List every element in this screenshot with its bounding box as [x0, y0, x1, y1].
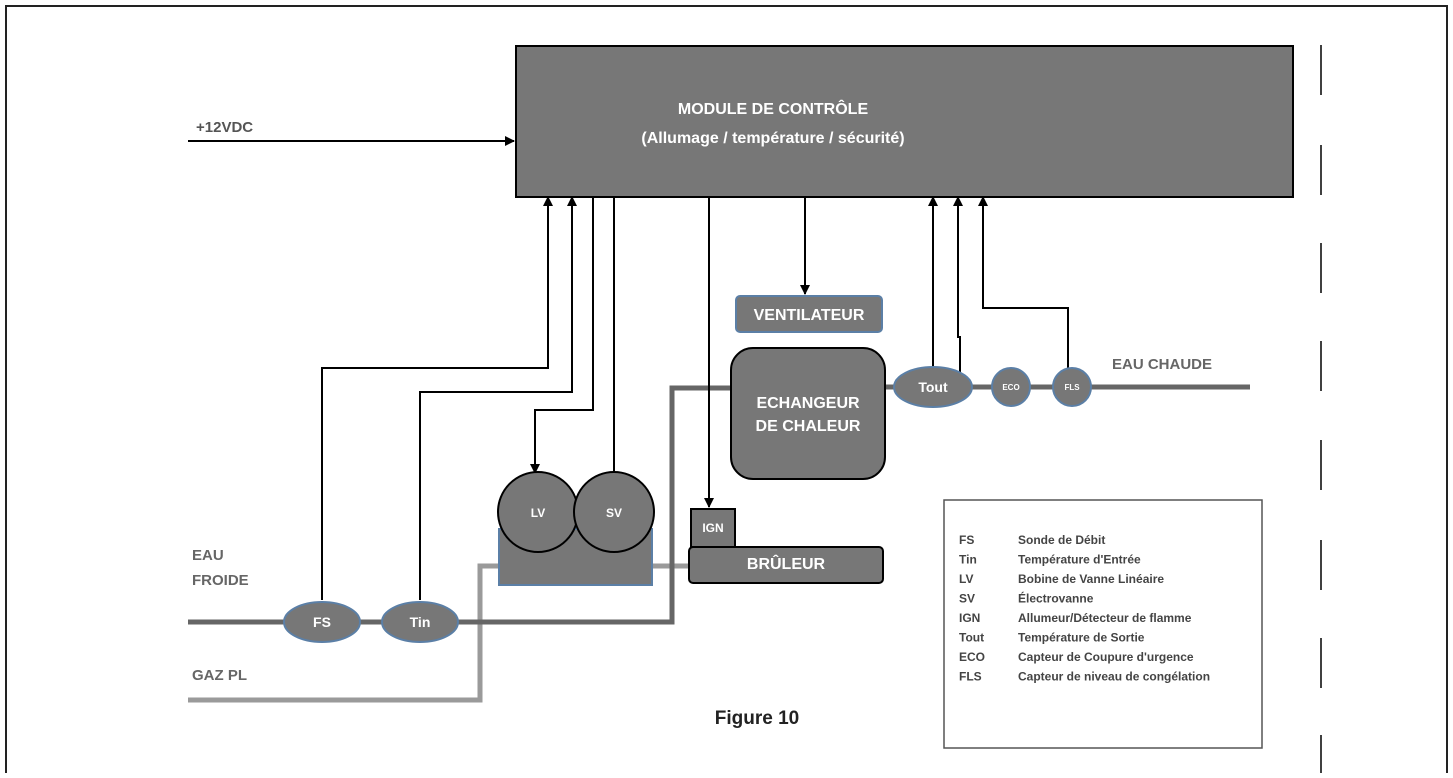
legend-description: Température d'Entrée [1018, 553, 1141, 567]
fs-wire [321, 196, 553, 600]
fan-label: VENTILATEUR [754, 307, 865, 324]
sv-valve [573, 471, 655, 553]
legend-abbr: Tout [959, 631, 984, 645]
eco-label: ECO [1002, 383, 1019, 392]
sensor-tin: Tin [381, 601, 459, 643]
legend-abbr: FLS [959, 670, 982, 684]
legend-abbr: Tin [959, 553, 977, 567]
cold-water-label-2: FROIDE [192, 572, 249, 589]
control-module-title: MODULE DE CONTRÔLE [678, 99, 869, 118]
burner-label: BRÛLEUR [747, 554, 826, 573]
legend-abbr: FS [959, 533, 974, 547]
igniter-label: IGN [702, 521, 723, 535]
fs-label: FS [313, 614, 331, 630]
valve-assembly: LV SV [497, 471, 655, 586]
legend-abbr: SV [959, 592, 975, 606]
tin-label: Tin [410, 614, 431, 630]
legend-abbr: ECO [959, 650, 985, 664]
burner-assembly: IGN BRÛLEUR [688, 508, 884, 584]
legend-abbr: IGN [959, 611, 980, 625]
cold-water-label-1: EAU [192, 547, 224, 564]
exchanger-line2: DE CHALEUR [756, 418, 861, 435]
sensor-eco: ECO [991, 367, 1031, 407]
control-module: MODULE DE CONTRÔLE (Allumage / températu… [515, 45, 1294, 198]
heat-exchanger: ECHANGEUR DE CHALEUR [730, 347, 886, 480]
gas-label: GAZ PL [192, 667, 247, 684]
legend-description: Température de Sortie [1018, 631, 1145, 645]
wires [188, 136, 1069, 600]
fls-label: FLS [1064, 383, 1080, 392]
figure-caption: Figure 10 [715, 708, 799, 729]
control-module-subtitle: (Allumage / température / sécurité) [641, 130, 904, 147]
hot-water-label: EAU CHAUDE [1112, 356, 1212, 373]
tin-wire [419, 196, 577, 600]
legend-description: Électrovanne [1018, 591, 1094, 606]
legend-description: Bobine de Vanne Linéaire [1018, 572, 1164, 586]
power-label: +12VDC [196, 119, 253, 136]
igniter-box [690, 508, 736, 548]
exchanger-line1: ECHANGEUR [756, 395, 860, 412]
legend-box [943, 499, 1263, 749]
lv-wire [530, 197, 594, 474]
burner-box [688, 546, 884, 584]
sv-label: SV [606, 506, 622, 520]
fls-wire [978, 196, 1069, 370]
sensor-tout: Tout [893, 366, 973, 408]
tout-label: Tout [918, 379, 948, 395]
eco-wire [953, 196, 963, 375]
sensor-fls: FLS [1052, 367, 1092, 407]
legend-description: Sonde de Débit [1018, 533, 1105, 547]
legend-description: Capteur de niveau de congélation [1018, 670, 1210, 684]
lv-label: LV [531, 506, 545, 520]
legend-description: Allumeur/Détecteur de flamme [1018, 611, 1192, 625]
legend-description: Capteur de Coupure d'urgence [1018, 650, 1194, 664]
sensor-fs: FS [283, 601, 361, 643]
legend-abbr: LV [959, 572, 973, 586]
fan-box: VENTILATEUR [735, 295, 883, 333]
